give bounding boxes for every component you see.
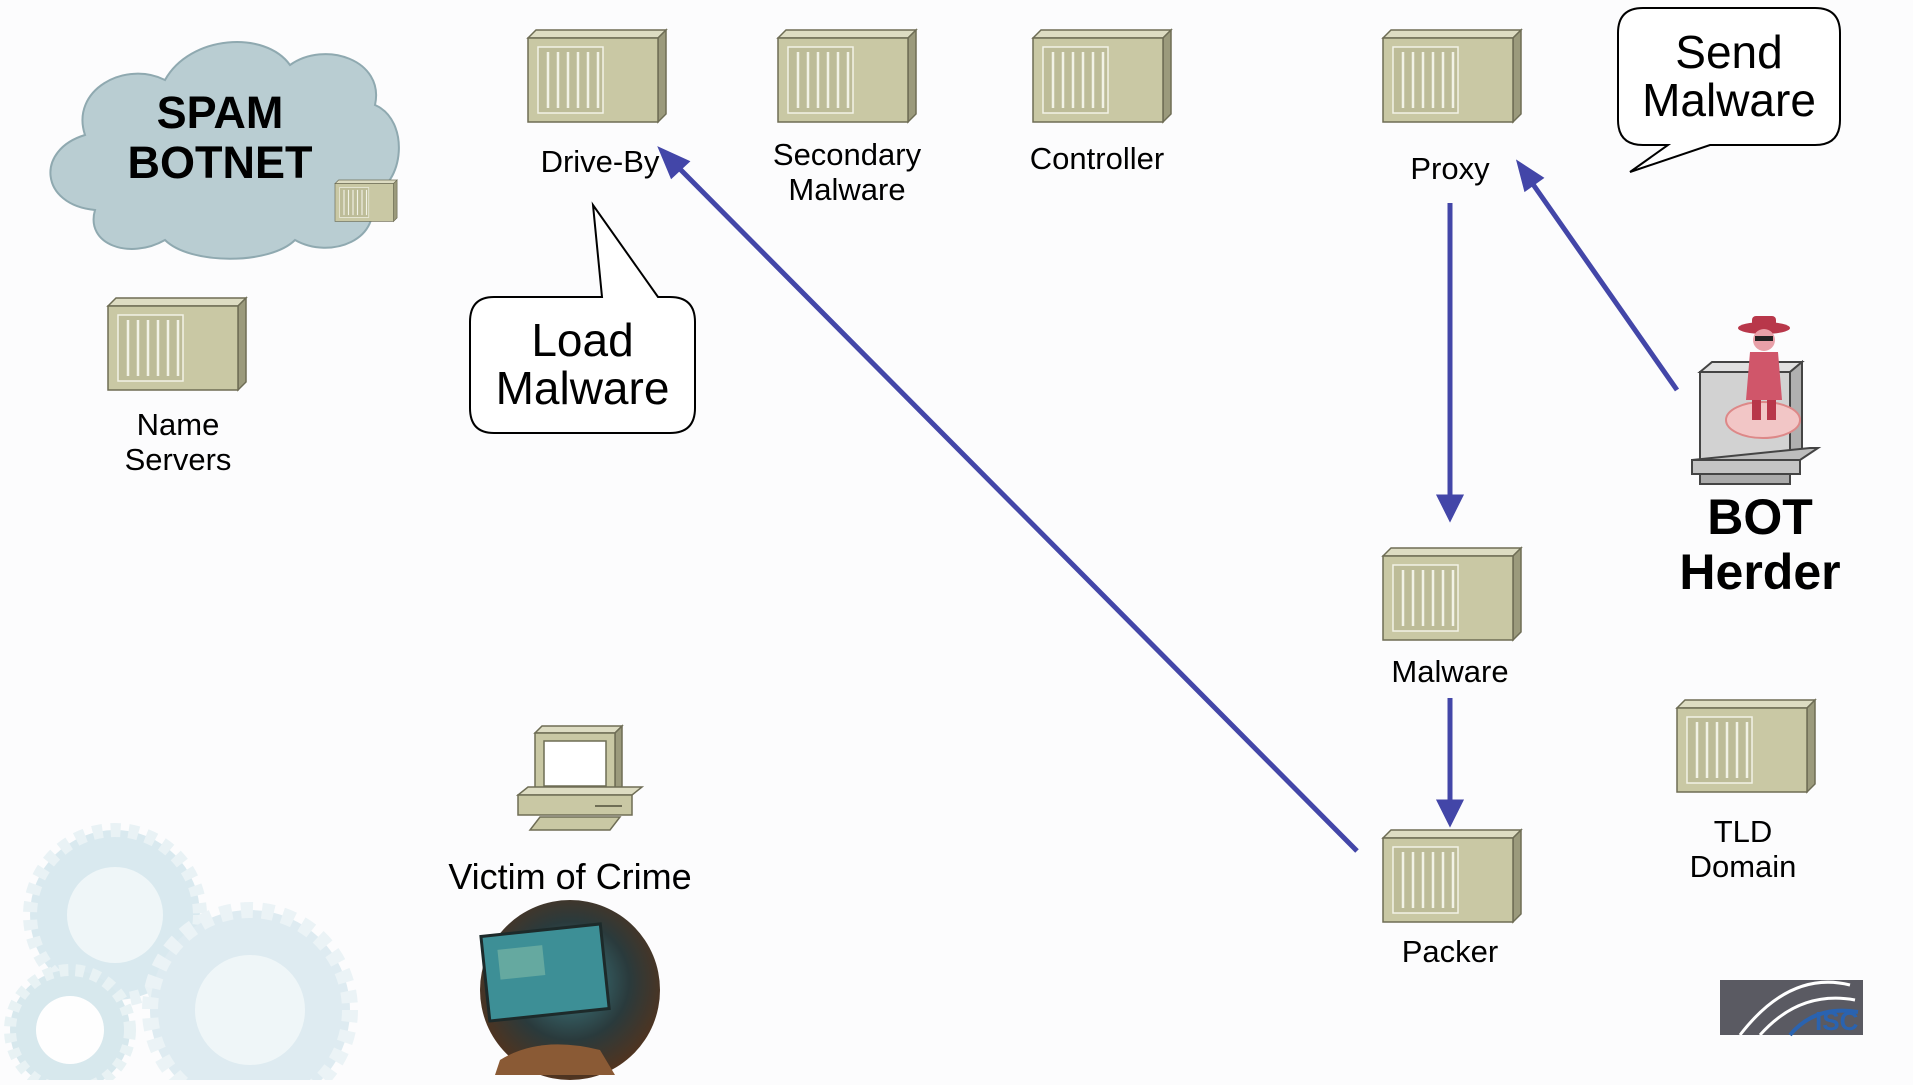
load-malware-bubble (469, 201, 696, 434)
arrowhead-packer (1435, 799, 1465, 828)
server-tld-domain (1675, 698, 1817, 794)
tld-domain-label: TLD Domain (1689, 814, 1797, 884)
isc-logo: ISC (1720, 980, 1863, 1037)
name-servers-label: Name Servers (124, 407, 232, 477)
server-packer (1381, 828, 1523, 924)
server-controller (1031, 28, 1173, 124)
server-proxy (1381, 28, 1523, 124)
server-drive-by (526, 28, 668, 124)
proxy-label: Proxy (1410, 151, 1490, 186)
spam-botnet-label: SPAM BOTNET (127, 87, 313, 188)
arrowhead-malware (1435, 494, 1465, 523)
victim-photo (479, 900, 660, 1080)
server-name-servers (106, 296, 248, 392)
arrows (657, 146, 1680, 853)
load-malware-text: Load Malware (495, 314, 670, 415)
spam-botnet-cloud (49, 41, 400, 260)
controller-label: Controller (1029, 141, 1165, 176)
victim-computer-icon (515, 724, 645, 831)
victim-label: Victim of Crime (448, 856, 692, 897)
arrowhead-proxy (1515, 159, 1545, 193)
bot-herder-label: BOT Herder (1679, 489, 1841, 600)
server-secondary-malware (776, 28, 918, 124)
arrow-packer-to-driveby (672, 161, 1359, 853)
bot-herder-icon (1691, 316, 1822, 485)
send-malware-bubble (1617, 7, 1841, 173)
gears-decoration (4, 823, 358, 1085)
arrowhead-driveby (657, 146, 691, 180)
server-malware (1381, 546, 1523, 642)
send-malware-text: Send Malware (1642, 26, 1816, 127)
isc-logo-text: ISC (1815, 1006, 1859, 1036)
packer-label: Packer (1401, 934, 1499, 969)
drive-by-label: Drive-By (540, 144, 660, 179)
secondary-malware-label: Secondary Malware (772, 137, 922, 207)
malware-label: Malware (1391, 654, 1509, 689)
arrow-herder-to-proxy (1527, 178, 1680, 392)
